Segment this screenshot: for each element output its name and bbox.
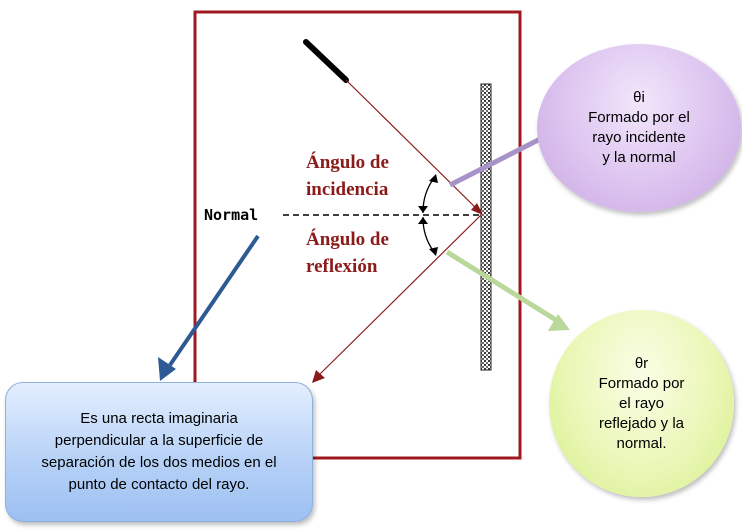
angle-incidence-label-line2: incidencia — [306, 179, 389, 200]
angle-incidence-label-line1: Ángulo de — [306, 151, 389, 173]
reflected-ray-arrowhead — [312, 370, 325, 383]
reflected-ray — [315, 214, 482, 379]
arrow-to-incident-bubble — [448, 132, 550, 188]
incident-ray — [345, 79, 482, 214]
arrow-to-normal-callout-head — [158, 357, 176, 381]
angle-reflection-arrowhead-top — [418, 217, 428, 224]
incident-angle-line: Formado por el — [588, 109, 690, 126]
arrow-to-normal-callout — [168, 234, 260, 367]
arrow-to-reflected-bubble-head — [548, 314, 570, 331]
light-source — [303, 39, 349, 83]
reflected-angle-line: reflejado y la — [598, 414, 685, 432]
arrow-to-reflected-bubble — [445, 249, 558, 323]
angle-incidence-arrowhead-bottom — [418, 206, 428, 213]
incident-angle-bubble: θi Formado por el rayo incidente y la no… — [537, 44, 741, 212]
reflected-angle-bubble: θr Formado por el rayo reflejado y la no… — [549, 310, 734, 497]
angle-reflection-arrowhead-bottom — [429, 247, 438, 256]
angle-reflection-label-line2: reflexión — [306, 256, 378, 277]
reflected-angle-line: normal. — [616, 434, 667, 452]
incident-angle-line: y la normal — [602, 149, 676, 166]
normal-definition-callout: Es una recta imaginaria perpendicular a … — [5, 382, 313, 522]
normal-definition-line: Es una recta imaginaria — [80, 410, 238, 427]
angle-incidence-arrowhead-top — [429, 174, 438, 183]
reflected-angle-line: el rayo — [618, 394, 665, 412]
incident-angle-line: rayo incidente — [592, 129, 686, 146]
normal-definition-line: punto de contacto del rayo. — [68, 476, 250, 493]
angle-reflection-label-line1: Ángulo de — [306, 228, 389, 250]
mirror-surface — [480, 83, 492, 371]
incident-angle-symbol: θi — [633, 89, 645, 106]
incident-ray-arrowhead — [471, 203, 483, 215]
reflected-angle-symbol: θr — [634, 354, 649, 372]
normal-label: Normal — [204, 206, 258, 224]
normal-definition-line: perpendicular a la superficie de — [54, 432, 264, 449]
normal-definition-line: separación de los dos medios en el — [41, 454, 277, 471]
reflected-angle-line: Formado por — [598, 374, 685, 392]
